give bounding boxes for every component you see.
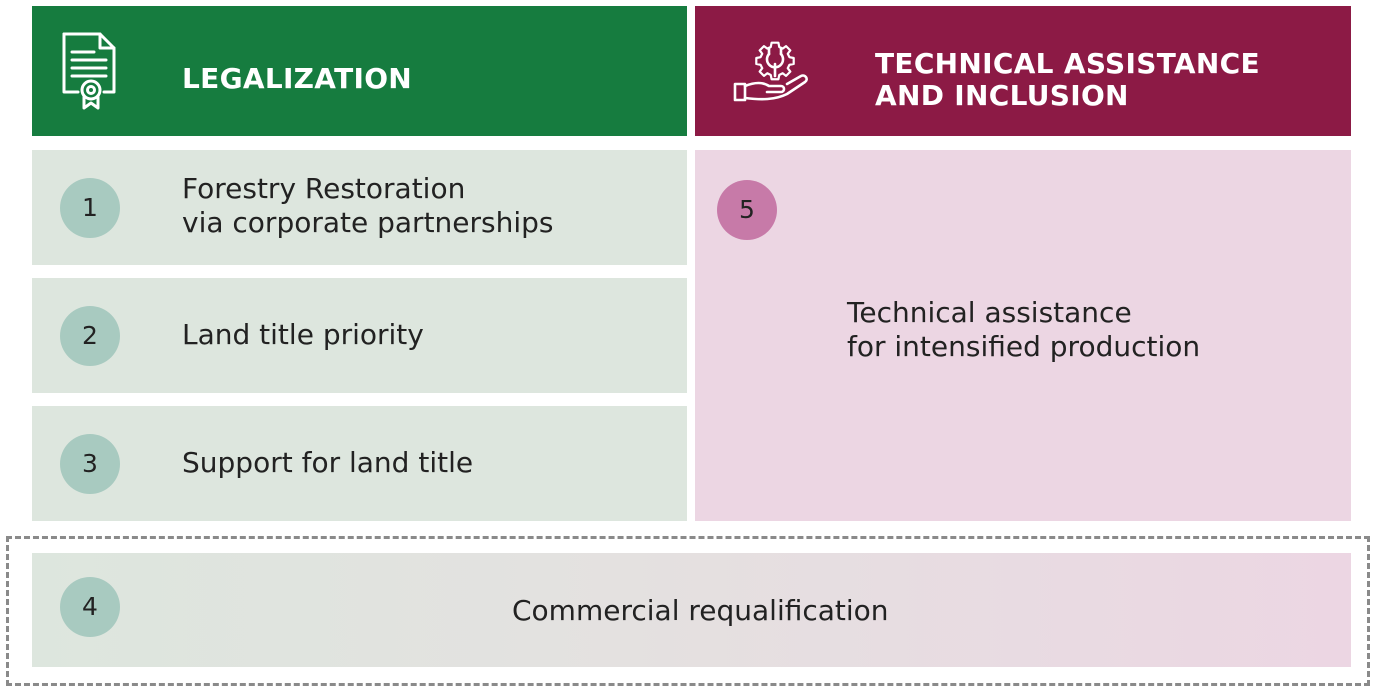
step-number-badge: 3 [60, 434, 120, 494]
technical-header: TECHNICAL ASSISTANCE AND INCLUSION [695, 6, 1351, 136]
step-label: Commercial requalification [512, 594, 889, 627]
legalization-item-2: 2 Land title priority [32, 278, 687, 393]
step-number-badge: 1 [60, 178, 120, 238]
shared-item-4: 4 Commercial requalification [32, 553, 1351, 667]
step-label: Forestry Restoration via corporate partn… [182, 172, 554, 239]
step-label: Technical assistance for intensified pro… [847, 296, 1201, 363]
step-label: Land title priority [182, 318, 424, 351]
step-number-badge: 4 [60, 577, 120, 637]
step-number-badge: 5 [717, 180, 777, 240]
legalization-header: LEGALIZATION [32, 6, 687, 136]
step-label: Support for land title [182, 446, 474, 479]
legalization-title: LEGALIZATION [182, 62, 413, 95]
technical-item-5: 5 Technical assistance for intensified p… [695, 150, 1351, 521]
step-number-badge: 2 [60, 306, 120, 366]
gear-hand-icon [733, 41, 808, 102]
legalization-item-1: 1 Forestry Restoration via corporate par… [32, 150, 687, 265]
technical-title: TECHNICAL ASSISTANCE AND INCLUSION [875, 47, 1260, 112]
shared-region-border [6, 536, 1370, 686]
certificate-document-icon [62, 32, 116, 110]
legalization-item-3: 3 Support for land title [32, 406, 687, 521]
